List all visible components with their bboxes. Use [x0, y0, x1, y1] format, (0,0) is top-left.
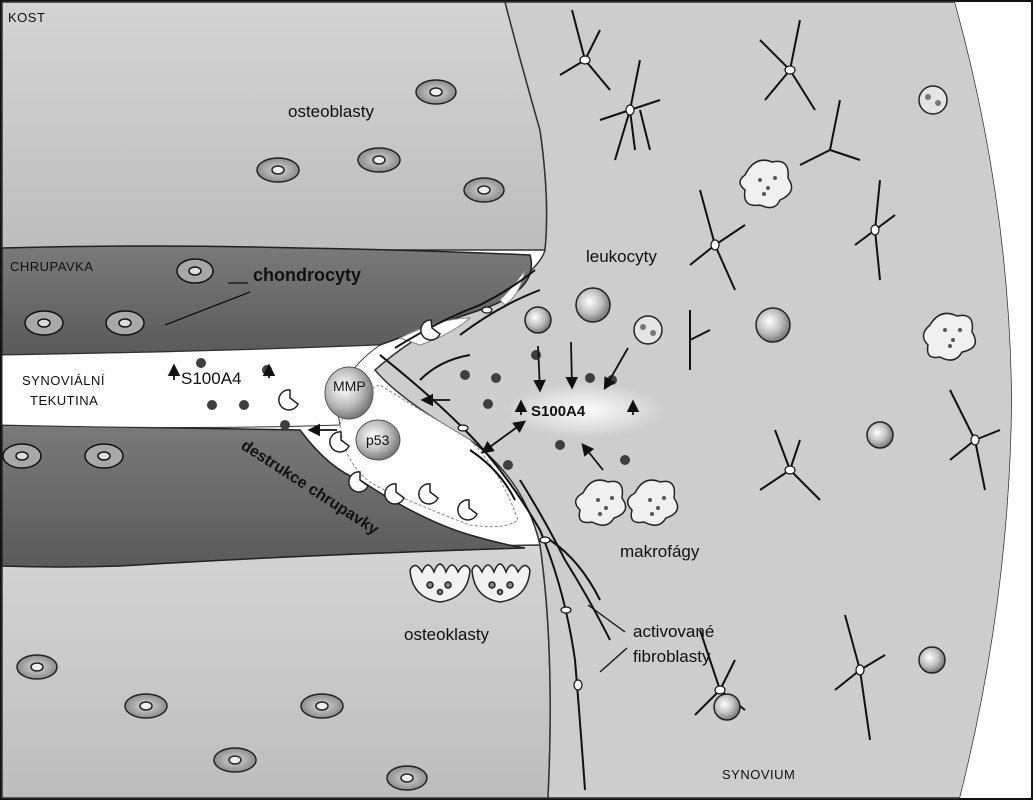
macrophage-granules: [596, 176, 962, 516]
label-synovium: SYNOVIUM: [722, 767, 795, 782]
label-makrofagy: makrofágy: [620, 542, 700, 561]
p53-bubble: [355, 419, 401, 461]
label-chrupavka: CHRUPAVKA: [10, 259, 93, 274]
label-osteoklasty: osteoklasty: [404, 625, 490, 644]
osteoclasts: [409, 563, 531, 603]
chondrocytes: [2, 258, 214, 469]
label-synovialni: SYNOVIÁLNÍ: [22, 373, 105, 388]
mmp-enzymes: [278, 319, 478, 521]
synovium-fibroblast-nuclei: [579, 55, 980, 695]
label-leukocyty: leukocyty: [586, 247, 657, 266]
arrows: [167, 341, 640, 471]
leader-lines: [164, 282, 628, 673]
activated-fibroblasts: [379, 269, 611, 791]
lower-cartilage: [1, 424, 526, 568]
label-s100a4-center: S100A4: [531, 403, 586, 420]
s100a4-glow: [505, 382, 665, 438]
leukocytes: [524, 85, 948, 721]
label-mmp: MMP: [333, 378, 366, 394]
label-osteoblasty: osteoblasty: [288, 102, 374, 121]
fibroblast-nuclei: [457, 306, 583, 691]
label-s100a4-left: S100A4: [181, 369, 242, 388]
label-fibroblasty: fibroblasty: [633, 647, 711, 666]
label-chondrocyty: chondrocyty: [253, 265, 361, 285]
label-activovane: activované: [633, 622, 714, 641]
label-p53: p53: [366, 432, 390, 448]
osteoblasts-lower: [16, 654, 428, 791]
label-kost: KOST: [8, 10, 45, 25]
label-tekutina: TEKUTINA: [30, 393, 98, 408]
outer-space: [955, 2, 1031, 798]
mmp-bubble: [324, 366, 374, 420]
upper-bone: [1, 1, 548, 251]
osteoblasts-upper: [256, 79, 505, 203]
macrophages: [574, 159, 977, 526]
